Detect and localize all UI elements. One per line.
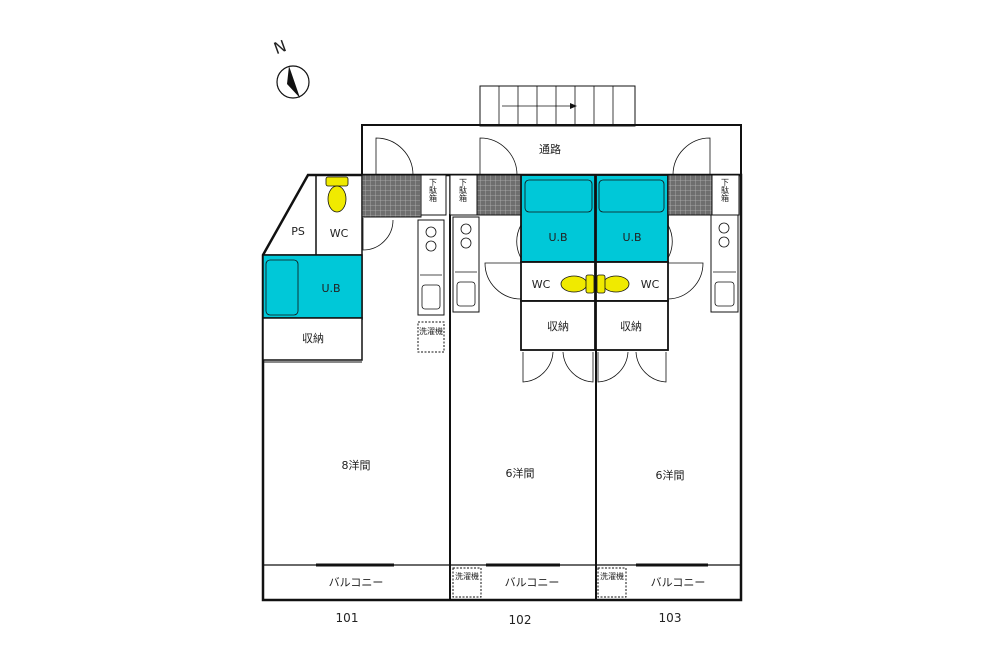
room-label-103: 6洋間 [656, 468, 685, 482]
entrance-tile-102 [476, 174, 522, 216]
unit-number-102: 102 [509, 613, 532, 627]
entrance-tile-103 [667, 174, 713, 216]
bath-label-103: U.B [622, 231, 641, 244]
toilet-label-101: WC [330, 227, 349, 240]
shoe-box-101 [420, 174, 447, 216]
stove-burner-icon [460, 237, 472, 249]
storage-103 [595, 300, 669, 351]
shoe-box-label-102: 下駄箱 [459, 178, 468, 203]
room-label-101: 8洋間 [342, 458, 371, 472]
shoe-box-102 [449, 174, 478, 216]
toilet-bowl-icon-102 [560, 275, 588, 293]
stove-burner-icon [425, 226, 437, 238]
toilet-door-102 [484, 262, 522, 300]
bathtub-icon-101 [265, 259, 299, 316]
balcony-label-103: バルコニー [651, 576, 706, 589]
sink-icon-102 [456, 281, 476, 307]
storage-label-103: 収納 [620, 320, 642, 333]
kitchen-counter-103 [710, 214, 739, 313]
stove-burner-icon [718, 222, 730, 234]
shoe-box-label-101: 下駄箱 [429, 178, 438, 203]
bathtub-icon-103 [598, 179, 665, 213]
entrance-door-101 [375, 137, 414, 176]
unit-102: 下駄箱 U.B WC 収納 6洋間 洗濯機 バルコニー 102 [449, 174, 596, 627]
storage-102 [520, 300, 596, 351]
storage-doors-103 [597, 351, 667, 383]
unit-number-101: 101 [336, 611, 359, 625]
washer-label-102: 洗濯機 [455, 571, 479, 581]
balcony-label-102: バルコニー [505, 576, 560, 589]
unit-103: U.B WC 収納 下駄箱 6洋間 洗濯機 バルコニー 103 [595, 174, 740, 625]
entrance-tile-101 [361, 174, 422, 218]
stove-burner-icon [425, 240, 437, 252]
balcony-label-101: バルコニー [329, 576, 384, 589]
toilet-door-103 [667, 262, 704, 300]
storage-doors-102 [522, 351, 594, 383]
washer-space-101 [417, 321, 445, 353]
corridor: 通路 [361, 124, 742, 212]
toilet-door-101 [362, 218, 394, 251]
shoe-box-label-103: 下駄箱 [721, 178, 730, 203]
stove-burner-icon [460, 223, 472, 235]
entrance-door-102 [479, 137, 518, 176]
unit-101: PS WC 下駄箱 U.B 収納 洗濯機 8洋間 バルコニー 101 [262, 174, 447, 625]
entrance-door-103 [672, 137, 711, 176]
toilet-tank-101 [325, 176, 349, 187]
room-label-102: 6洋間 [506, 466, 535, 480]
washer-label-103: 洗濯機 [600, 571, 624, 581]
storage-label-101: 収納 [302, 332, 324, 345]
storage-101 [262, 317, 363, 361]
washer-label-101: 洗濯機 [419, 326, 443, 336]
toilet-label-102: WC [532, 278, 551, 291]
staircase [479, 85, 636, 127]
compass-north-label: N [271, 36, 289, 58]
toilet-bowl-icon-103 [602, 275, 630, 293]
toilet-bowl-icon-101 [327, 185, 347, 213]
bath-label-102: U.B [548, 231, 567, 244]
corridor-label: 通路 [539, 143, 561, 156]
washer-space-102 [452, 567, 482, 598]
compass: N [271, 36, 310, 99]
sink-icon-103 [714, 281, 735, 307]
bathtub-icon-102 [524, 179, 593, 213]
stove-burner-icon [718, 236, 730, 248]
storage-label-102: 収納 [547, 320, 569, 333]
toilet-label-103: WC [641, 278, 660, 291]
bath-label-101: U.B [321, 282, 340, 295]
compass-needle-icon [287, 66, 300, 98]
sink-icon-101 [421, 284, 441, 310]
washer-space-103 [597, 567, 627, 598]
pipe-space-label: PS [291, 225, 305, 238]
unit-number-103: 103 [659, 611, 682, 625]
